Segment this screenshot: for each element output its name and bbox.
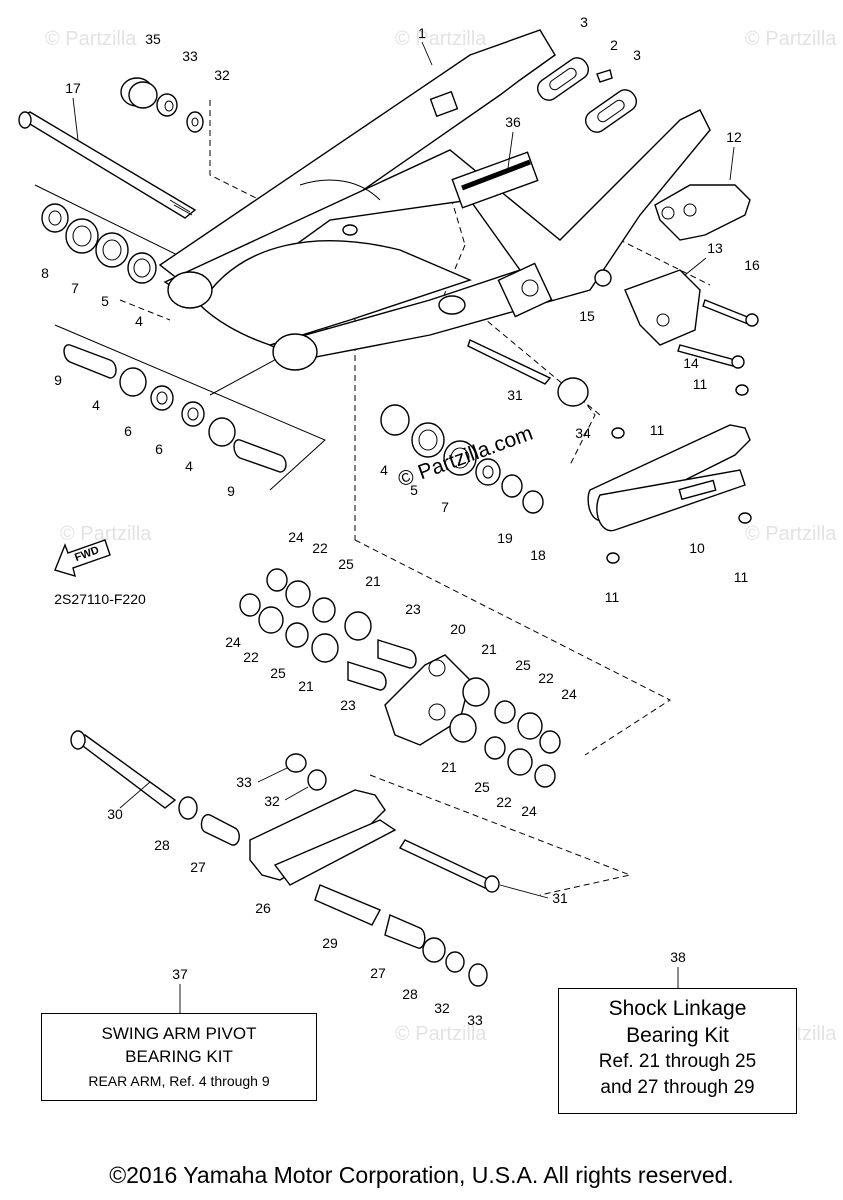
watermark: © Partzilla xyxy=(60,523,152,545)
callout: 28 xyxy=(402,986,418,1002)
callout: 15 xyxy=(579,308,595,324)
callout: 25 xyxy=(474,779,490,795)
callout: 23 xyxy=(340,697,356,713)
kit-38-line1: Shock Linkage xyxy=(608,997,747,1020)
callout: 19 xyxy=(497,530,513,546)
kit-38-line4: and 27 through 29 xyxy=(600,1077,755,1098)
callout: 31 xyxy=(552,890,568,906)
callout: 3 xyxy=(633,47,641,63)
callout: 3 xyxy=(580,14,588,30)
callout: 25 xyxy=(270,665,286,681)
callout: 32 xyxy=(264,793,280,809)
pivot-bearings-right xyxy=(380,339,589,514)
watermark: © Partzilla xyxy=(745,28,837,50)
callout: 31 xyxy=(507,387,523,403)
callout: 28 xyxy=(154,837,170,853)
pivot-bearings-left xyxy=(41,203,287,473)
callout: 5 xyxy=(101,293,109,309)
callout: 25 xyxy=(515,657,531,673)
copyright-notice: ©2016 Yamaha Motor Corporation, U.S.A. A… xyxy=(109,1162,734,1188)
callout: 29 xyxy=(322,935,338,951)
callout: 24 xyxy=(561,686,577,702)
kit-37-line3: REAR ARM, Ref. 4 through 9 xyxy=(88,1073,270,1089)
callout: 1 xyxy=(418,25,426,41)
callout: 10 xyxy=(689,540,705,556)
callout: 27 xyxy=(370,965,386,981)
callout: 33 xyxy=(236,774,252,790)
callout: 21 xyxy=(441,759,457,775)
callout: 13 xyxy=(707,240,723,256)
pivot-shaft xyxy=(18,111,197,219)
callout: 4 xyxy=(92,397,100,413)
callout: 11 xyxy=(605,589,620,605)
swing-arm xyxy=(158,29,711,371)
callout: 22 xyxy=(538,670,554,686)
callout: 4 xyxy=(185,458,193,474)
callout: 23 xyxy=(405,601,421,617)
callout: 32 xyxy=(434,1000,450,1016)
callout: 11 xyxy=(693,376,708,392)
shock-linkage-bearing-kit-box: Shock Linkage Bearing Kit Ref. 21 throug… xyxy=(558,988,797,1114)
callout: 35 xyxy=(145,31,161,47)
callout: 26 xyxy=(255,900,271,916)
callout: 34 xyxy=(575,425,591,441)
callout: 4 xyxy=(135,313,143,329)
callout: 2 xyxy=(610,37,618,53)
kit-38-line3: Ref. 21 through 25 xyxy=(598,1051,757,1072)
callout: 4 xyxy=(380,462,388,478)
callout: 30 xyxy=(107,806,123,822)
callout: 18 xyxy=(530,547,546,563)
callout: 17 xyxy=(65,80,81,96)
callout: 36 xyxy=(505,114,521,130)
callout: 22 xyxy=(496,794,512,810)
callout: 21 xyxy=(298,678,314,694)
callout: 9 xyxy=(54,372,62,388)
callout: 32 xyxy=(214,67,230,83)
callout: 16 xyxy=(744,257,760,273)
callout: 38 xyxy=(670,949,686,965)
callout: 7 xyxy=(71,280,79,296)
chain-slider xyxy=(587,384,752,564)
connecting-rod-assembly xyxy=(70,730,500,987)
callout: 24 xyxy=(521,803,537,819)
kit-37-line2: BEARING KIT xyxy=(125,1047,233,1066)
callout: 6 xyxy=(124,423,132,439)
callout: 21 xyxy=(481,641,497,657)
callout: 37 xyxy=(172,966,188,982)
callout: 33 xyxy=(467,1012,483,1028)
callout: 21 xyxy=(365,573,381,589)
fwd-arrow-icon: FWD xyxy=(54,539,111,578)
relay-arm-assembly xyxy=(239,568,561,788)
callout: 7 xyxy=(441,499,449,515)
callout: 33 xyxy=(182,48,198,64)
callout: 5 xyxy=(410,482,418,498)
callout: 22 xyxy=(312,540,328,556)
watermark: © Partzilla xyxy=(395,1023,487,1045)
callout: 11 xyxy=(734,569,749,585)
chain-adjuster-plates xyxy=(536,57,638,133)
callout: 24 xyxy=(288,529,304,545)
callout: 22 xyxy=(243,649,259,665)
callout-labels: 1 2 3 3 35 33 32 17 36 12 13 16 15 14 8 … xyxy=(41,14,760,1028)
watermark: © Partzilla xyxy=(745,523,837,545)
kit-38-line2: Bearing Kit xyxy=(626,1024,729,1047)
callout: 27 xyxy=(190,859,206,875)
top-bushings xyxy=(120,77,204,133)
callout: 9 xyxy=(227,483,235,499)
callout: 20 xyxy=(450,621,466,637)
callout: 8 xyxy=(41,265,49,281)
kit-37-line1: SWING ARM PIVOT xyxy=(101,1024,257,1043)
watermark: © Partzilla xyxy=(45,28,137,50)
chain-guide-assembly xyxy=(594,184,759,369)
diagram-code: 2S27110-F220 xyxy=(54,591,146,607)
callout: 11 xyxy=(650,422,665,438)
callout: 14 xyxy=(683,355,699,371)
callout: 6 xyxy=(155,441,163,457)
callout: 25 xyxy=(338,556,354,572)
watermark: © Partzilla xyxy=(395,28,487,50)
callout: 12 xyxy=(726,129,742,145)
callout: 24 xyxy=(225,634,241,650)
swing-arm-bearing-kit-box: SWING ARM PIVOT BEARING KIT REAR ARM, Re… xyxy=(41,1013,317,1101)
